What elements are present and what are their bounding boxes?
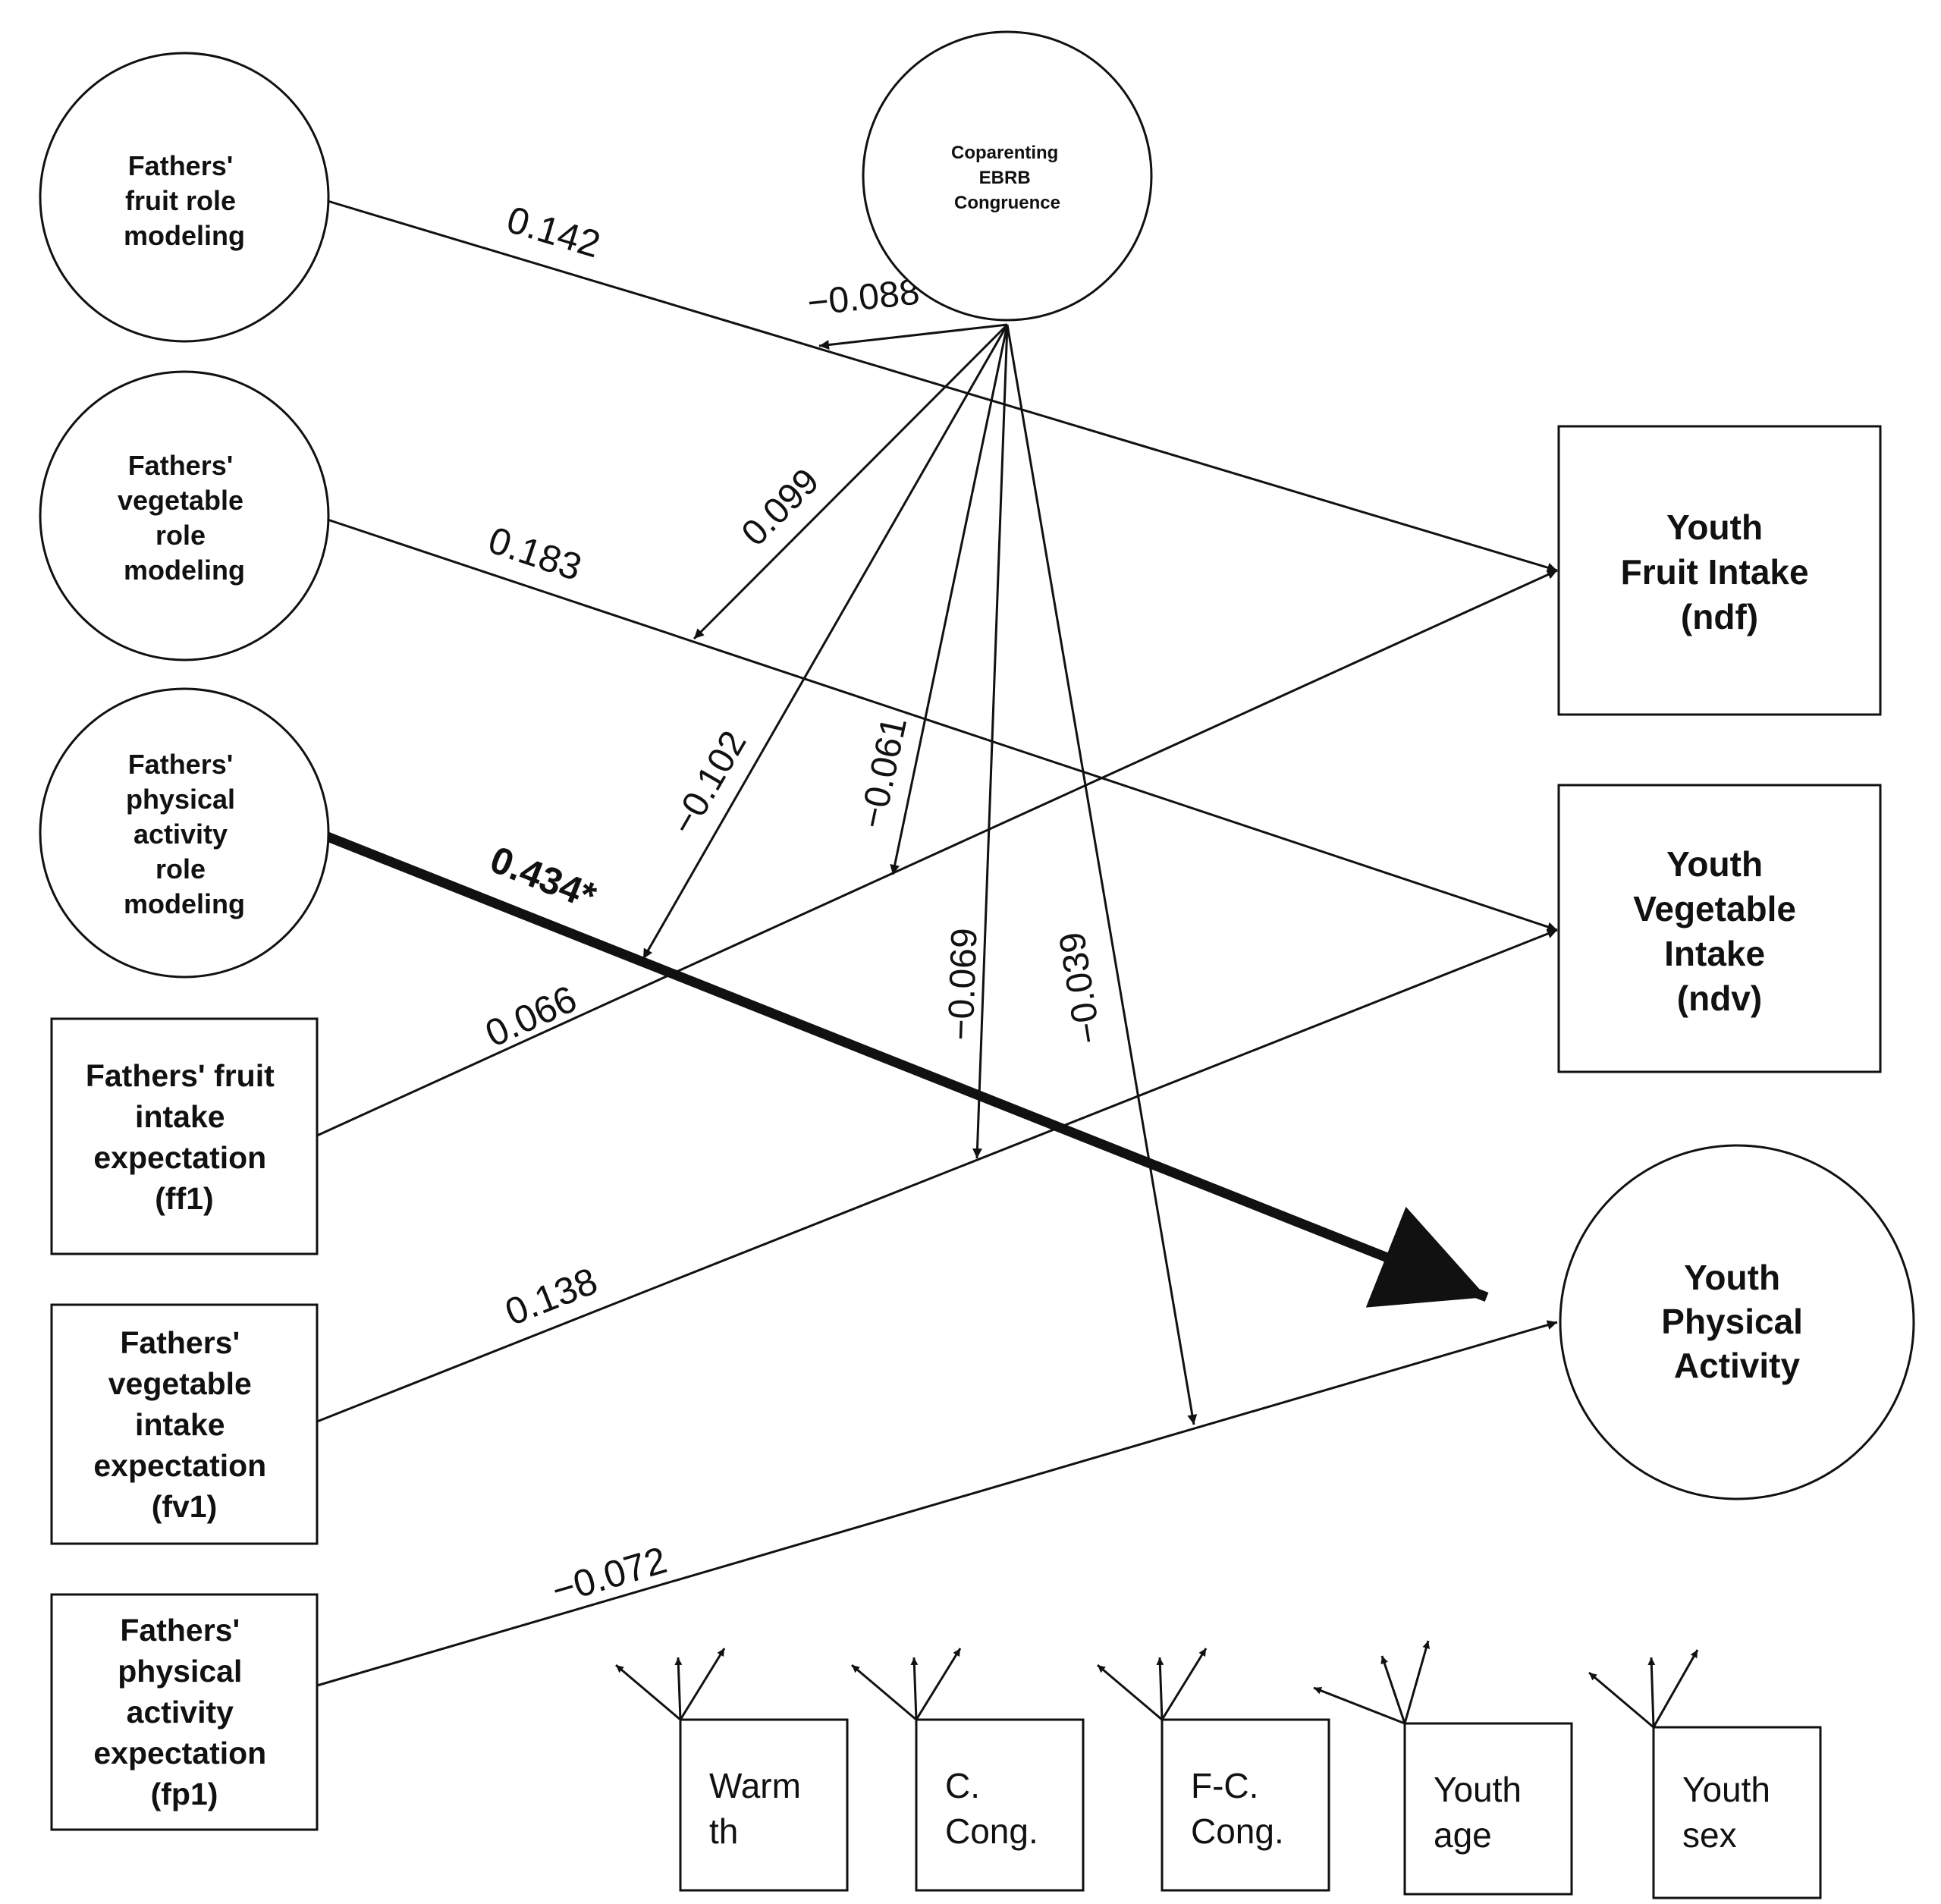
node-fathers-vegetable-role-modeling: Fathers' vegetable role modeling bbox=[39, 370, 330, 661]
svg-text:Coparenting EBRB C: Coparenting EBRB Congruence bbox=[951, 143, 1063, 213]
path-fruit-role-to-fruit-intake bbox=[327, 200, 1558, 573]
node-fathers-fruit-intake-expectation: Fathers' fruit intake expectation (ff1) bbox=[50, 1017, 319, 1255]
node-youth-vegetable-intake: Youth Vegetable Intake (ndv) bbox=[1557, 784, 1882, 1073]
mod-path-fruit-role bbox=[818, 323, 1008, 350]
svg-text:Youth Fruit Intake: Youth Fruit Intake (ndf) bbox=[1621, 507, 1819, 636]
coef-mod-fruit-role: −0.088 bbox=[806, 272, 922, 323]
svg-text:Fathers' vegetable: Fathers' vegetable intake expectation (f… bbox=[93, 1325, 275, 1524]
svg-text:Youth Physical Act: Youth Physical Activity bbox=[1661, 1258, 1812, 1385]
svg-text:F-C. Cong.: F-C. Cong. bbox=[1191, 1766, 1284, 1851]
coef-mod-pa-role: −0.102 bbox=[664, 724, 755, 842]
path-ff1-to-fruit-intake bbox=[316, 569, 1558, 1137]
node-fathers-pa-expectation: Fathers' physical activity expectation (… bbox=[50, 1593, 319, 1831]
path-fv1-to-veg-intake bbox=[316, 928, 1558, 1423]
control-f-c-cong: F-C. Cong. bbox=[1097, 1648, 1330, 1892]
coef-mod-fp1: −0.039 bbox=[1052, 929, 1110, 1047]
control-c-cong: C. Cong. bbox=[851, 1648, 1085, 1892]
node-coparenting-ebrb-congruence: Coparenting EBRB Congruence bbox=[862, 30, 1153, 322]
coef-fruit-role-fruit-intake: 0.142 bbox=[502, 198, 605, 266]
node-fathers-pa-role-modeling: Fathers' physical activity role modeling bbox=[39, 687, 330, 979]
control-warmth: Warm th bbox=[615, 1648, 849, 1892]
svg-text:Fathers' fruit role: Fathers' fruit role modeling bbox=[124, 150, 245, 251]
svg-text:Fathers' fruit intake: Fathers' fruit intake expectation (ff1) bbox=[86, 1058, 283, 1216]
coef-veg-role-veg-intake: 0.183 bbox=[483, 518, 586, 589]
mod-path-fv1 bbox=[972, 324, 1009, 1159]
svg-text:Fathers' physical: Fathers' physical activity expectation (… bbox=[93, 1613, 275, 1811]
path-pa-role-to-physical-activity bbox=[325, 831, 1489, 1308]
svg-text:Warm th: Warm th bbox=[709, 1766, 811, 1851]
mod-path-ff1 bbox=[890, 324, 1009, 875]
svg-text:Fathers' vegetable: Fathers' vegetable role modeling bbox=[118, 450, 251, 586]
coef-mod-fv1: −0.069 bbox=[941, 928, 985, 1042]
svg-text:Youth Vegetable In: Youth Vegetable Intake (ndv) bbox=[1633, 844, 1806, 1018]
node-fathers-vegetable-intake-expectation: Fathers' vegetable intake expectation (f… bbox=[50, 1303, 319, 1545]
mod-path-veg-role bbox=[693, 323, 1009, 640]
path-fp1-to-physical-activity bbox=[316, 1320, 1558, 1687]
path-veg-role-to-veg-intake bbox=[327, 518, 1558, 932]
node-youth-fruit-intake: Youth Fruit Intake (ndf) bbox=[1557, 425, 1882, 716]
mod-path-fp1 bbox=[1006, 324, 1198, 1425]
control-youth-sex: Youth sex bbox=[1588, 1649, 1822, 1899]
svg-text:Youth age: Youth age bbox=[1434, 1770, 1531, 1855]
node-fathers-fruit-role-modeling: Fathers' fruit role modeling bbox=[39, 52, 330, 343]
mod-path-pa-role bbox=[642, 324, 1009, 960]
control-youth-age: Youth age bbox=[1313, 1640, 1573, 1896]
coef-fv1-veg-intake: 0.138 bbox=[499, 1259, 603, 1334]
coef-ff1-fruit-intake: 0.066 bbox=[479, 977, 583, 1055]
coef-mod-veg-role: 0.099 bbox=[734, 461, 827, 554]
svg-text:C. Cong.: C. Cong. bbox=[945, 1766, 1038, 1851]
svg-text:Fathers' physical: Fathers' physical activity role modeling bbox=[124, 749, 245, 919]
node-youth-physical-activity: Youth Physical Activity bbox=[1559, 1144, 1915, 1500]
svg-text:Youth sex: Youth sex bbox=[1682, 1770, 1780, 1855]
